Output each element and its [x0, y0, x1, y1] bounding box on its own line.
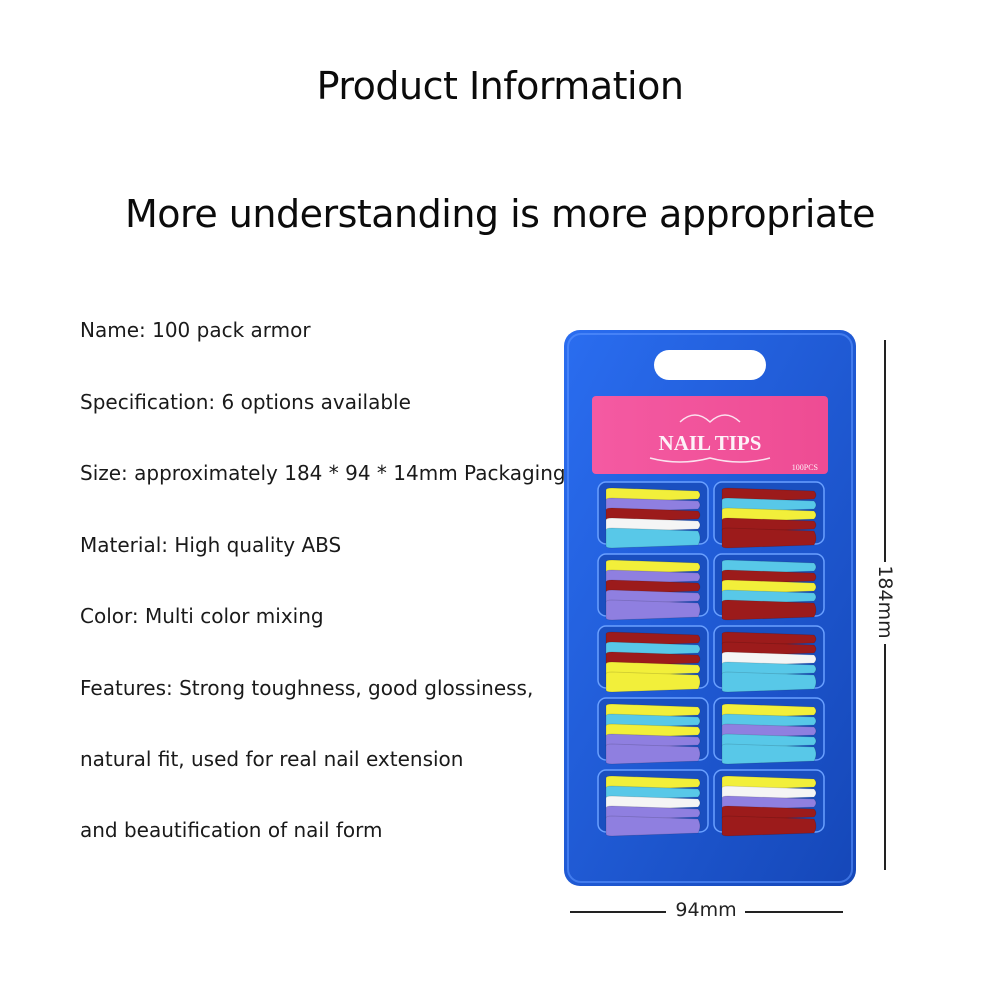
page-title: Product Information [316, 64, 684, 108]
hang-hole [654, 350, 766, 380]
width-dimension-label: 94mm [675, 899, 737, 921]
nail-tip [605, 527, 701, 549]
nail-tip [605, 815, 701, 837]
height-dimension-line-top [884, 340, 886, 562]
height-dimension-label: 184mm [874, 565, 896, 639]
package-label-text: NAIL TIPS [659, 431, 762, 455]
spec-features-line2: natural fit, used for real nail extensio… [80, 747, 464, 771]
nail-tip [721, 815, 817, 837]
nail-tip [605, 671, 701, 693]
width-dimension-line-left [570, 911, 666, 913]
compartment-grid [597, 481, 825, 837]
width-dimension-line-right [745, 911, 843, 913]
page-subtitle: More understanding is more appropriate [125, 192, 875, 236]
spec-color: Color: Multi color mixing [80, 604, 324, 628]
package-label [592, 396, 828, 474]
spec-material: Material: High quality ABS [80, 533, 342, 557]
nail-tip [605, 743, 701, 765]
spec-specification: Specification: 6 options available [80, 390, 411, 414]
height-dimension-line-bottom [884, 644, 886, 870]
spec-features-line3: and beautification of nail form [80, 818, 383, 842]
spec-name: Name: 100 pack armor [80, 318, 311, 342]
nail-tip [721, 671, 817, 693]
nail-tip [721, 527, 817, 549]
spec-size: Size: approximately 184 * 94 * 14mm Pack… [80, 461, 566, 485]
nail-tip [721, 599, 817, 621]
nail-tips-package-image: NAIL TIPS 100PCS [564, 330, 856, 886]
nail-tip [605, 599, 701, 621]
spec-features: Features: Strong toughness, good glossin… [80, 676, 534, 700]
package-count-text: 100PCS [792, 463, 818, 472]
nail-tip [721, 743, 817, 765]
